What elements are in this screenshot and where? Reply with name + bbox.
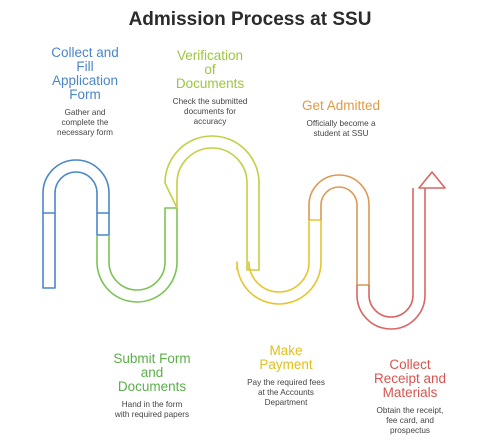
- step-description: Pay the required fees at the Accounts De…: [247, 378, 325, 407]
- step-title: Submit Form and Documents: [113, 351, 191, 394]
- step-title: Verification of Documents: [175, 48, 245, 91]
- step-title: Collect and Fill Application Form: [51, 45, 119, 102]
- path-segment-yellowgreen: [164, 135, 260, 271]
- path-segment-blue-legs: [42, 213, 110, 289]
- step-title: Collect Receipt and Materials: [373, 357, 447, 400]
- step-description: Obtain the receipt, fee card, and prospe…: [376, 406, 444, 435]
- step-get-admitted: Get Admitted Officially become a student…: [286, 99, 396, 139]
- diagram-title: Admission Process at SSU: [128, 9, 372, 30]
- path-segment-green: [96, 207, 178, 303]
- path-segment-orange: [308, 174, 370, 286]
- step-collect-fill-form: Collect and Fill Application Form Gather…: [30, 46, 140, 138]
- path-segment-yellow: [236, 219, 322, 305]
- step-submit-form: Submit Form and Documents Hand in the fo…: [97, 352, 207, 420]
- step-description: Hand in the form with required papers: [114, 400, 190, 419]
- path-segment-blue: [42, 159, 110, 214]
- step-description: Check the submitted documents for accura…: [172, 97, 248, 126]
- step-description: Officially become a student at SSU: [306, 119, 376, 138]
- step-make-payment: Make Payment Pay the required fees at th…: [226, 344, 346, 408]
- step-title: Get Admitted: [301, 98, 381, 113]
- step-title: Make Payment: [259, 343, 313, 372]
- step-collect-receipt: Collect Receipt and Materials Obtain the…: [355, 358, 465, 436]
- step-description: Gather and complete the necessary form: [57, 108, 113, 137]
- step-verification: Verification of Documents Check the subm…: [150, 49, 270, 127]
- path-segment-red: [356, 171, 446, 330]
